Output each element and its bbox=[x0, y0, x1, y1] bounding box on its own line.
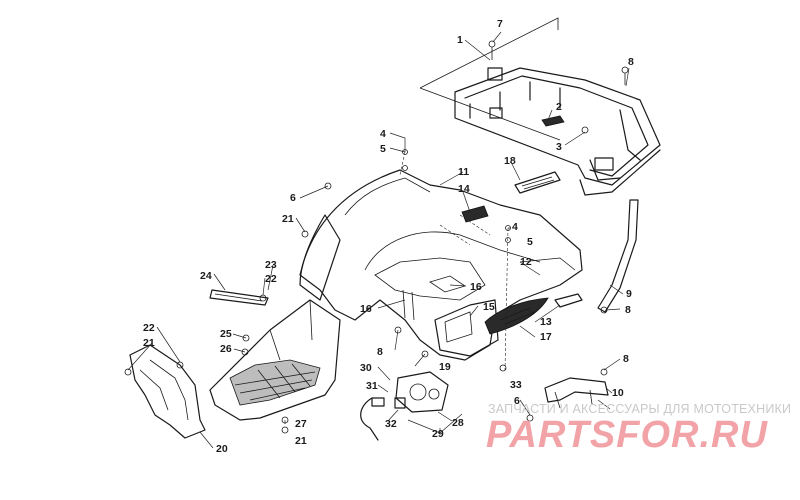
callout-22b: 22 bbox=[143, 322, 155, 334]
callout-30: 30 bbox=[360, 362, 372, 374]
callout-32: 32 bbox=[385, 418, 397, 430]
callout-19: 19 bbox=[439, 361, 451, 373]
rear-rack bbox=[419, 17, 661, 196]
callout-29: 29 bbox=[432, 428, 444, 440]
watermark-subtitle: ЗАПЧАСТИ И АКСЕССУАРЫ ДЛЯ МОТОТЕХНИКИ bbox=[488, 402, 792, 416]
bracket bbox=[544, 377, 609, 409]
callout-17: 17 bbox=[540, 331, 552, 343]
callout-11: 11 bbox=[458, 166, 469, 178]
callout-23: 23 bbox=[265, 259, 277, 271]
callout-21a: 21 bbox=[282, 213, 294, 225]
mud-flap bbox=[129, 344, 206, 439]
callout-2: 2 bbox=[556, 101, 562, 113]
callout-5b: 5 bbox=[527, 236, 533, 248]
callout-25: 25 bbox=[220, 328, 232, 340]
callout-8a: 8 bbox=[628, 56, 634, 68]
fender-decal-18 bbox=[514, 171, 561, 194]
callout-1: 1 bbox=[457, 34, 463, 46]
callout-6b: 6 bbox=[514, 395, 520, 407]
grab-handle bbox=[554, 293, 583, 308]
callout-28: 28 bbox=[452, 417, 464, 429]
callout-4b: 4 bbox=[512, 221, 518, 233]
callout-21b: 21 bbox=[143, 337, 155, 349]
side-panel bbox=[434, 297, 549, 357]
callout-9: 9 bbox=[626, 288, 632, 300]
rear-fender bbox=[299, 169, 583, 361]
callout-33: 33 bbox=[510, 379, 522, 391]
callout-14: 14 bbox=[458, 183, 470, 195]
watermark-logo: PARTSFOR.RU bbox=[486, 414, 768, 456]
leader-lines bbox=[127, 31, 630, 449]
callout-3: 3 bbox=[556, 141, 562, 153]
callout-27: 27 bbox=[295, 418, 307, 430]
rack-support bbox=[597, 199, 639, 313]
callout-24: 24 bbox=[200, 270, 212, 282]
callout-15: 15 bbox=[483, 301, 495, 313]
callout-8b: 8 bbox=[625, 304, 631, 316]
callout-6a: 6 bbox=[290, 192, 296, 204]
callout-20: 20 bbox=[216, 443, 228, 455]
callout-7: 7 bbox=[497, 18, 503, 30]
rack-decal bbox=[541, 115, 565, 127]
callout-22a: 22 bbox=[265, 273, 277, 285]
fasteners bbox=[124, 40, 629, 434]
reflector bbox=[461, 205, 489, 223]
callout-16a: 16 bbox=[470, 281, 482, 293]
callout-26: 26 bbox=[220, 343, 232, 355]
callout-10: 10 bbox=[612, 387, 624, 399]
callout-13: 13 bbox=[540, 316, 552, 328]
callout-18: 18 bbox=[504, 155, 516, 167]
footwell bbox=[209, 299, 341, 421]
side-guard bbox=[299, 214, 341, 301]
callout-8d: 8 bbox=[377, 346, 383, 358]
callout-16b: 16 bbox=[360, 303, 372, 315]
tail-light bbox=[360, 371, 449, 441]
footrest-trim bbox=[209, 289, 269, 306]
callout-12: 12 bbox=[520, 256, 532, 268]
callout-31: 31 bbox=[366, 380, 378, 392]
callout-4a: 4 bbox=[380, 128, 386, 140]
callout-5a: 5 bbox=[380, 143, 386, 155]
callout-8c: 8 bbox=[623, 353, 629, 365]
callout-labels: 1 2 3 4 4 5 5 6 6 7 8 8 8 8 9 10 11 12 1… bbox=[143, 18, 634, 455]
callout-21c: 21 bbox=[295, 435, 307, 447]
